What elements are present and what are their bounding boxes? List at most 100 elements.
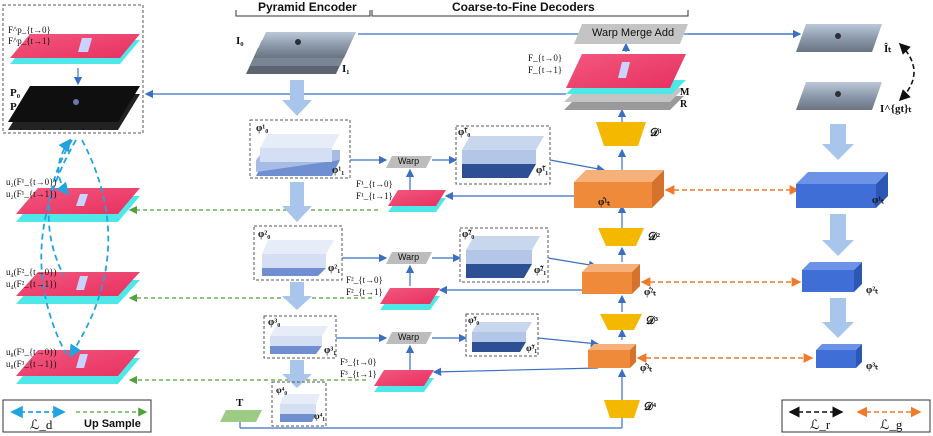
warped1-b: φ̃¹₁ (536, 165, 549, 176)
dec-feat-1-label: φ̂¹ₜ (598, 197, 611, 208)
flow2-b: F²_{t→1} (346, 287, 383, 297)
enc2-a: φ²₀ (258, 229, 271, 240)
encoder-level-4 (280, 394, 320, 422)
proxy-p0: P₀ (10, 87, 21, 99)
enc2-b: φ²₁ (328, 263, 341, 274)
warped-level-1 (462, 136, 544, 178)
decoder-d1-label: 𝒟¹ (650, 127, 663, 139)
input-i1-label: I₁ (342, 63, 350, 75)
decoder-d4 (604, 400, 640, 418)
predicted-frame (796, 24, 882, 52)
decoder-d2 (598, 228, 644, 246)
gt-feat-2 (802, 262, 862, 292)
encoder-level-1-box (249, 119, 351, 179)
encoder-level-1 (256, 134, 340, 176)
enc3-a: φ³₀ (268, 317, 281, 328)
input-i0-label: I₀ (236, 35, 244, 47)
enc3-b: φ³₁ (324, 345, 337, 356)
warp-box-3 (386, 332, 432, 344)
warped-level-2 (466, 236, 540, 278)
up3-a: u₈(F³_{t→0}) (6, 347, 57, 357)
flow1-a: F¹_{t→0} (356, 179, 393, 189)
flow-top-f1: F^p_{t→1} (8, 36, 51, 46)
enc4-b: φ⁴₁ (314, 411, 326, 421)
up3-b: u₈(F³_{t→1}) (6, 359, 57, 369)
decoder-d4-label: 𝒟⁴ (644, 401, 657, 413)
warped3-b: φ̃³₁ (526, 343, 538, 353)
warped3-a: φ̃³₀ (468, 315, 480, 325)
gt-feat-2-label: φ²ₜ (866, 285, 879, 296)
warped-level-1-box (455, 125, 551, 185)
decoder-feat-1 (574, 170, 664, 208)
decoder-d2-label: 𝒟² (648, 231, 661, 243)
dec-feat-3-label: φ̂³ₜ (640, 363, 653, 374)
decoder-output-stack (564, 54, 686, 110)
pred-frame-label: Îₜ (884, 43, 892, 55)
legend-upsample: Up Sample (84, 418, 141, 430)
distill-arc-1 (56, 138, 72, 196)
flow-top-f0: F^p_{t→0} (8, 25, 51, 35)
warped1-a: φ̃¹₀ (458, 127, 471, 138)
up1-b: u₂(F¹_{t→1}) (6, 189, 57, 199)
decoder-flow-3 (374, 370, 434, 392)
proxy-p1: P₁ (10, 101, 21, 113)
distill-arc-4 (40, 139, 77, 355)
warped2-b: φ̃²₁ (534, 265, 547, 276)
enc1-a: φ¹₀ (256, 123, 269, 134)
decoder-d1 (596, 122, 646, 146)
legend-lg: ℒ_g (880, 417, 903, 432)
encoder-level-3 (270, 326, 328, 354)
gt-down-arrows (822, 124, 854, 338)
warped2-a: φ̃²₀ (462, 229, 475, 240)
warp-label-3: Warp (398, 332, 420, 342)
flow3-a: F³_{t→0} (340, 357, 377, 367)
dec-top-r: R (680, 99, 688, 110)
encoder-down-arrows (282, 80, 312, 388)
enc1-b: φ¹₁ (332, 165, 345, 176)
ground-truth-frame (796, 82, 882, 110)
up1-a: u₂(F¹_{t→0}) (6, 177, 57, 187)
gt-feat-1 (796, 172, 888, 208)
warp-label-2: Warp (398, 252, 420, 262)
enc4-a: φ⁴₀ (276, 385, 288, 395)
time-label: T (236, 397, 244, 409)
flow1-b: F¹_{t→1} (356, 191, 393, 201)
encoder-header-bracket (235, 10, 371, 17)
encoder-level-2 (262, 240, 334, 276)
warped-level-2-box (459, 227, 549, 283)
gt-frame-label: I^{gt}ₜ (880, 103, 912, 115)
warp-box-1 (386, 156, 432, 168)
distill-arc-3 (69, 139, 110, 358)
dec-top-f0: F_{t→0} (528, 53, 563, 63)
flow-map-top (10, 34, 140, 64)
encoder-level-4-box (271, 381, 327, 427)
decoder-flow-2 (380, 288, 440, 310)
warped-level-3-box (465, 313, 539, 357)
up2-b: u₄(F²_{t→1}) (6, 279, 57, 289)
gt-feat-3 (816, 344, 862, 368)
proxy-panel (2, 4, 144, 134)
dec-top-f1: F_{t→1} (528, 65, 563, 75)
warp-box-2 (386, 252, 432, 264)
upsampled-flow-2 (16, 272, 140, 304)
encoder-level-3-box (263, 315, 337, 359)
input-frames (246, 32, 356, 74)
dec-feat-2-label: φ̂²ₜ (644, 287, 657, 298)
flow2-a: F²_{t→0} (346, 275, 383, 285)
proxy-maps (8, 86, 140, 130)
decoder-feat-2 (582, 264, 640, 294)
decoder-d3-label: 𝒟³ (646, 315, 659, 327)
gt-feat-1-label: φ¹ₜ (872, 195, 885, 206)
dec-top-m: M (680, 87, 690, 98)
warped-level-3 (472, 322, 532, 352)
legend-right (781, 399, 931, 433)
decoder-feat-3 (588, 344, 636, 368)
time-input (220, 410, 262, 422)
gt-feat-3-label: φ³ₜ (866, 361, 879, 372)
flow3-b: F³_{t→1} (340, 369, 377, 379)
warp-merge-add-box (574, 24, 688, 44)
legend-ld: ℒ_d (30, 417, 53, 432)
up2-a: u₄(F²_{t→0}) (6, 267, 57, 277)
legend-lr: ℒ_r (810, 417, 831, 432)
decoder-header-bracket (371, 10, 689, 17)
